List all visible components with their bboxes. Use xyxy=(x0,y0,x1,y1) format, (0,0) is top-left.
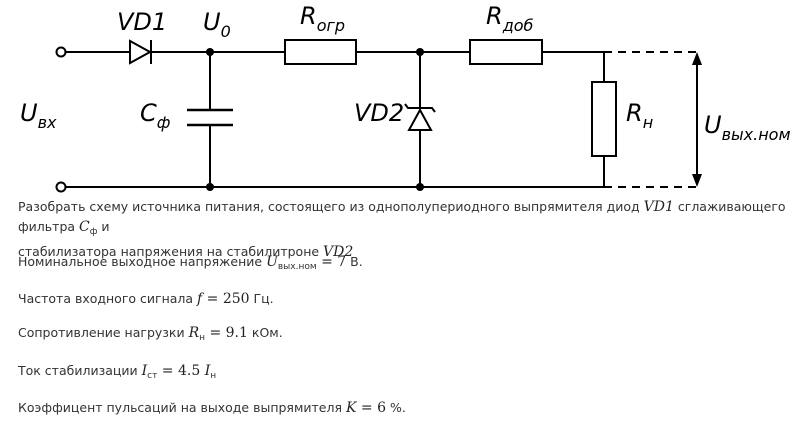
param-ripple-factor: Коэффицент пульсаций на выходе выпрямите… xyxy=(18,400,406,416)
label-vd1: VD1 xyxy=(117,8,167,36)
diode-vd1 xyxy=(129,39,153,65)
junction-dot xyxy=(416,48,424,56)
label-u-vx: Uвх xyxy=(20,99,57,132)
label-u0: U0 xyxy=(203,8,231,41)
zener-vd2-bar xyxy=(404,103,436,113)
param-stabilization-current: Ток стабилизации Iст = 4.5 Iн xyxy=(18,363,217,381)
param-output-voltage: Номинальное выходное напряжение Uвых.ном… xyxy=(18,254,363,272)
output-arrow-up xyxy=(692,52,702,65)
label-r-n: Rн xyxy=(626,99,653,132)
output-arrow-down xyxy=(692,174,702,187)
input-terminal-top xyxy=(55,46,67,58)
resistor-r-n xyxy=(591,81,617,157)
resistor-r-ogr xyxy=(284,39,357,65)
junction-dot xyxy=(206,183,214,191)
circuit-diagram: VD1 U0 Rогр Rдоб Uвх Cф VD2 Rн Uвых.ном xyxy=(20,2,791,193)
resistor-r-dob xyxy=(469,39,543,65)
zener-vd2 xyxy=(407,107,433,131)
label-c-f: Cф xyxy=(140,99,170,132)
label-vd2: VD2 xyxy=(354,99,404,127)
label-r-dob: Rдоб xyxy=(486,2,534,35)
label-r-ogr: Rогр xyxy=(300,2,345,35)
junction-dot xyxy=(206,48,214,56)
param-frequency: Частота входного сигнала f = 250 Гц. xyxy=(18,291,274,307)
input-terminal-bottom xyxy=(55,181,67,193)
label-u-vyh-nom: Uвых.ном xyxy=(704,111,791,144)
junction-dot xyxy=(416,183,424,191)
task-description: Разобрать схему источника питания, состо… xyxy=(18,199,786,260)
param-load-resistance: Сопротивление нагрузки Rн = 9.1 кОм. xyxy=(18,325,283,343)
